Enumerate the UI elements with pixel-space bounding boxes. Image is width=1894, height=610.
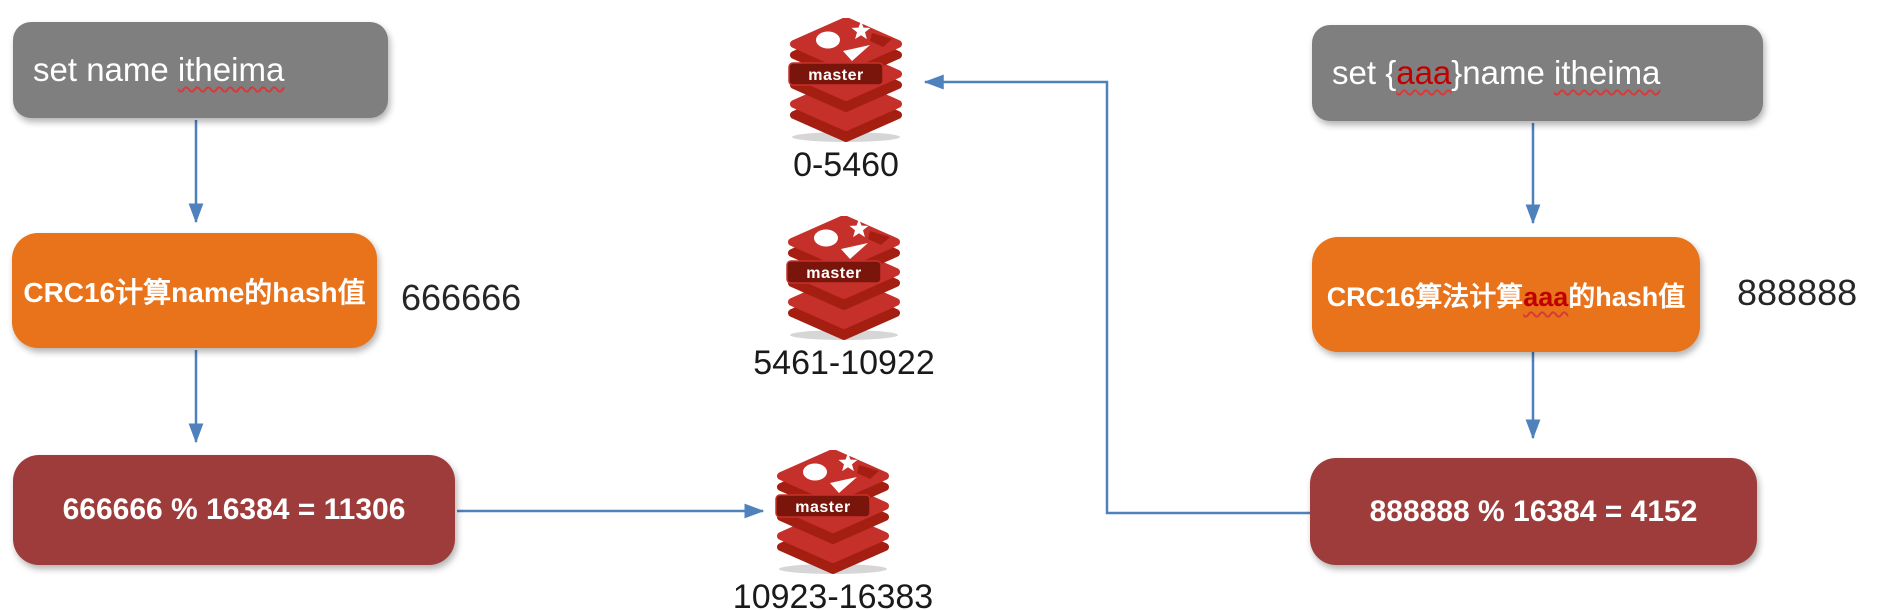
- master-banner-label: master: [806, 265, 861, 282]
- right-mod-result-label: 888888 % 16384 = 4152: [1369, 494, 1698, 528]
- right-crc16-hash-label: CRC16算法计算aaa的hash值: [1326, 282, 1686, 312]
- master-banner-label: master: [808, 67, 863, 84]
- left-crc16-hash-label: CRC16计算name的hash值: [23, 276, 366, 308]
- redis-star-shape: [851, 21, 871, 40]
- left-command-keyword: itheima: [177, 51, 285, 88]
- right-crc16-hash-box: CRC16算法计算aaa的hash值: [1312, 237, 1700, 352]
- redis-master-icon: master: [775, 450, 889, 574]
- right-command-box: set {aaa}name itheima: [1312, 25, 1763, 121]
- elbow-right-mod-to-master1: [923, 74, 1310, 515]
- master-banner-label: master: [795, 499, 850, 516]
- right-hash-value: 888888: [1737, 272, 1858, 313]
- left-mod-result-label: 666666 % 16384 = 11306: [62, 493, 406, 526]
- redis-triangle-shape: [843, 45, 870, 61]
- right-command-keyword: itheima: [1554, 54, 1661, 91]
- redis-master-node-1: master 0-5460: [781, 18, 911, 185]
- master-banner: [786, 260, 882, 284]
- redis-circle-shape: [814, 229, 838, 247]
- redis-triangle-shape: [841, 243, 868, 259]
- left-command-box: set name itheima: [13, 22, 388, 118]
- redis-master-icon: master: [788, 18, 902, 142]
- right-command-text: set {aaa}name itheima: [1332, 54, 1661, 91]
- left-command-text: set name itheima: [33, 51, 285, 88]
- redis-triangle-shape: [830, 477, 857, 493]
- redis-hole-shape: [870, 33, 892, 47]
- master-banner: [788, 62, 884, 86]
- slot-range-label-1: 0-5460: [793, 146, 899, 184]
- redis-star-shape: [849, 219, 869, 238]
- right-crc16-hash-tag: aaa: [1523, 282, 1569, 312]
- slot-range-label-2: 5461-10922: [753, 344, 935, 382]
- redis-hole-shape: [857, 465, 879, 479]
- redis-master-icon: master: [786, 216, 900, 340]
- right-mod-result-box: 888888 % 16384 = 4152: [1310, 458, 1757, 565]
- redis-hole-shape: [868, 231, 890, 245]
- redis-circle-shape: [816, 31, 840, 49]
- left-crc16-hash-box: CRC16计算name的hash值: [12, 233, 377, 348]
- redis-circle-shape: [803, 463, 827, 481]
- master-banner: [775, 494, 871, 518]
- right-command-hash-tag: aaa: [1396, 54, 1452, 91]
- redis-star-shape: [838, 453, 858, 472]
- slot-range-label-3: 10923-16383: [732, 578, 934, 610]
- redis-master-node-3: master 10923-16383: [733, 450, 933, 610]
- left-hash-value: 666666: [401, 277, 522, 318]
- redis-master-node-2: master 5461-10922: [753, 216, 935, 383]
- left-mod-result-box: 666666 % 16384 = 11306: [13, 455, 455, 565]
